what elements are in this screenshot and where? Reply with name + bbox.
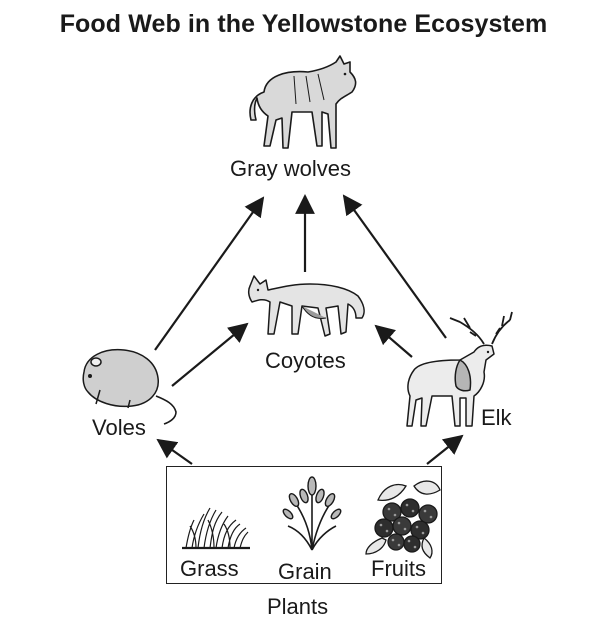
label-coyotes: Coyotes	[265, 348, 346, 373]
fruits-icon	[365, 480, 441, 559]
vole-icon	[82, 348, 177, 425]
arrow-elk-to-wolves	[342, 194, 447, 339]
wolf-icon	[249, 55, 357, 149]
grain-icon	[282, 476, 342, 551]
label-grass: Grass	[180, 556, 239, 581]
arrow-plants-to-elk	[426, 434, 464, 465]
elk-icon	[406, 311, 513, 427]
label-elk: Elk	[481, 405, 512, 430]
label-plants: Plants	[267, 594, 329, 619]
arrow-voles-to-coyotes	[171, 322, 249, 387]
diagram-title: Food Web in the Yellowstone Ecosystem	[59, 10, 548, 38]
arrow-plants-to-voles	[156, 438, 193, 465]
arrow-voles-to-wolves	[154, 196, 265, 351]
label-gray-wolves: Gray wolves	[230, 156, 352, 181]
grass-icon	[182, 507, 250, 550]
arrow-elk-to-coyotes	[374, 324, 413, 358]
label-grain: Grain	[278, 559, 332, 584]
label-fruits: Fruits	[371, 556, 426, 581]
label-voles: Voles	[92, 415, 146, 440]
plants-box	[166, 466, 442, 584]
coyote-icon	[247, 275, 365, 337]
